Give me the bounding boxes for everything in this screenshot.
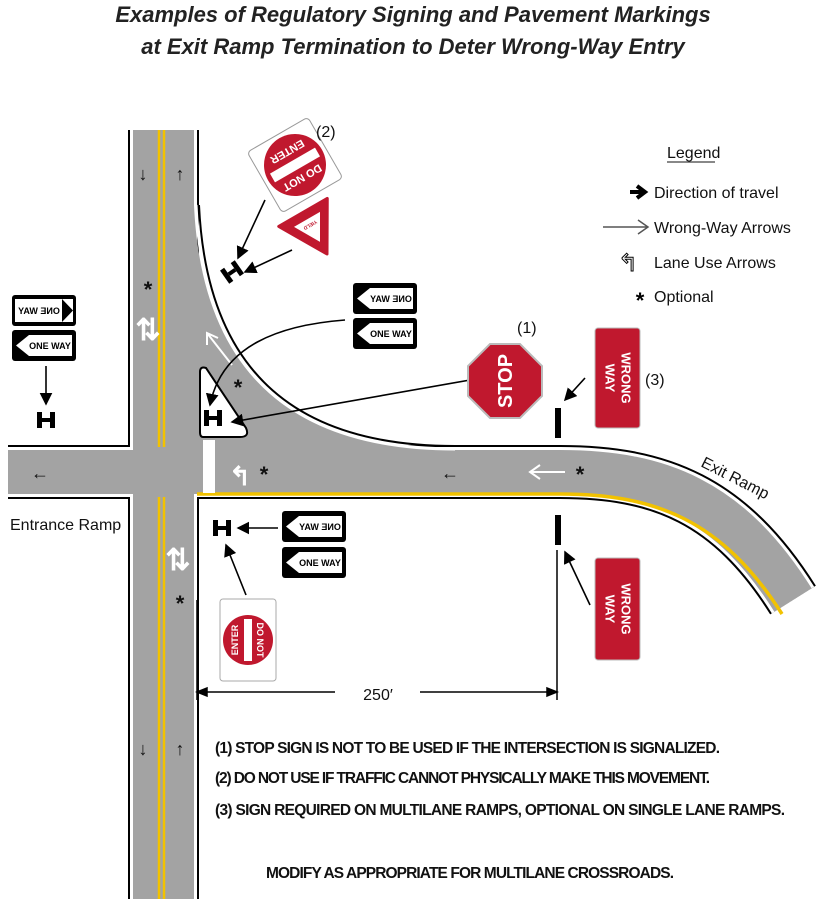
sign-posts xyxy=(37,260,561,545)
one-way-sign: ONE WAY xyxy=(282,547,346,578)
svg-text:STOP: STOP xyxy=(495,354,517,408)
svg-text:ENTER: ENTER xyxy=(230,624,240,655)
wrong-way-sign: WRONG WAY xyxy=(594,327,641,429)
title-line-2: at Exit Ramp Termination to Deter Wrong-… xyxy=(141,34,686,59)
stop-bar xyxy=(203,440,215,493)
svg-text:ONE WAY: ONE WAY xyxy=(299,522,341,532)
one-way-sign-back: ONE WAY xyxy=(12,295,76,326)
note-2: (2) DO NOT USE IF TRAFFIC CANNOT PHYSICA… xyxy=(215,770,710,787)
svg-text:ONE WAY: ONE WAY xyxy=(370,329,412,339)
direction-arrow-icon: ↑ xyxy=(176,739,185,759)
svg-text:DO NOT: DO NOT xyxy=(255,623,265,659)
wrong-way-sign: WRONG WAY xyxy=(594,557,641,661)
optional-asterisk-icon: * xyxy=(144,277,153,302)
note-1: (1) STOP SIGN IS NOT TO BE USED IF THE I… xyxy=(215,740,720,757)
svg-text:ONE WAY: ONE WAY xyxy=(370,294,412,304)
one-way-sign: ONE WAY xyxy=(12,330,76,361)
yield-sign: YIELD xyxy=(277,196,329,256)
svg-text:WRONG: WRONG xyxy=(619,352,634,403)
svg-text:Lane Use Arrows: Lane Use Arrows xyxy=(654,255,776,272)
do-not-enter-sign-rotated: DO NOT ENTER xyxy=(248,118,342,212)
legend-heading: Legend xyxy=(667,145,720,162)
svg-text:WAY: WAY xyxy=(603,364,618,393)
one-way-sign-back: ONE WAY xyxy=(282,511,346,542)
svg-text:ONE WAY: ONE WAY xyxy=(29,341,71,351)
sign-post-icon xyxy=(37,412,55,428)
sign-post-icon xyxy=(555,515,561,545)
svg-text:Optional: Optional xyxy=(654,289,714,306)
one-way-sign-back: ONE WAY xyxy=(353,283,417,314)
sign-post-icon xyxy=(213,520,231,536)
direction-arrow-icon: ↓ xyxy=(139,739,148,759)
sign-post-icon xyxy=(220,260,244,284)
one-way-sign: ONE WAY xyxy=(353,318,417,349)
lane-use-arrow-icon: ↰ xyxy=(229,461,251,491)
solid-arrow-icon xyxy=(630,184,649,200)
roadway xyxy=(0,130,816,899)
optional-asterisk-icon: * xyxy=(576,462,585,487)
svg-text:ONE WAY: ONE WAY xyxy=(299,558,341,568)
entrance-ramp-label: Entrance Ramp xyxy=(10,517,121,534)
distance-label: 250′ xyxy=(363,687,393,704)
svg-text:WRONG: WRONG xyxy=(619,583,634,634)
do-not-enter-sign: DO NOT ENTER xyxy=(219,598,277,682)
svg-text:Direction of travel: Direction of travel xyxy=(654,185,779,202)
direction-arrow-icon: ↓ xyxy=(139,164,148,184)
optional-asterisk-icon: * xyxy=(234,375,243,400)
optional-asterisk-icon: * xyxy=(260,462,269,487)
note-3: (3) SIGN REQUIRED ON MULTILANE RAMPS, OP… xyxy=(215,802,785,819)
optional-asterisk-icon: * xyxy=(176,591,185,616)
svg-text:WAY: WAY xyxy=(603,595,618,624)
corner-fillet xyxy=(194,205,455,450)
callout-2: (2) xyxy=(316,124,336,141)
legend: Legend Direction of travel Wrong-Way Arr… xyxy=(603,145,791,313)
wrong-way-arrow-icon xyxy=(206,331,233,366)
callout-3: (3) xyxy=(645,372,665,389)
asterisk-icon: * xyxy=(636,288,645,313)
dimension-250ft xyxy=(194,550,560,700)
footer-note: MODIFY AS APPROPRIATE FOR MULTILANE CROS… xyxy=(266,865,674,882)
lane-use-arrow-icon: ⇅ xyxy=(135,314,160,347)
leader-lines xyxy=(39,199,591,606)
direction-arrow-icon: ← xyxy=(441,463,459,483)
svg-text:Wrong-Way Arrows: Wrong-Way Arrows xyxy=(654,220,791,237)
direction-arrow-icon: ↑ xyxy=(176,164,185,184)
pavement-markings: ↓ ↑ ↓ ↑ ← ← ⇅ ⇅ ↰ * * * * * xyxy=(31,164,585,759)
wrong-way-arrow-icon xyxy=(603,219,650,235)
sign-post-icon xyxy=(555,408,561,438)
edgeline-yellow xyxy=(197,492,784,615)
svg-text:ONE WAY: ONE WAY xyxy=(18,306,60,316)
title-line-1: Examples of Regulatory Signing and Pavem… xyxy=(115,2,710,27)
direction-arrow-icon: ← xyxy=(31,463,49,483)
lane-use-arrow-icon: ⇅ xyxy=(165,544,190,577)
lane-use-arrow-icon: ↰ xyxy=(618,250,638,277)
wrong-way-arrow-icon xyxy=(528,464,565,480)
callout-1: (1) xyxy=(517,320,537,337)
stop-sign: STOP xyxy=(467,343,543,419)
